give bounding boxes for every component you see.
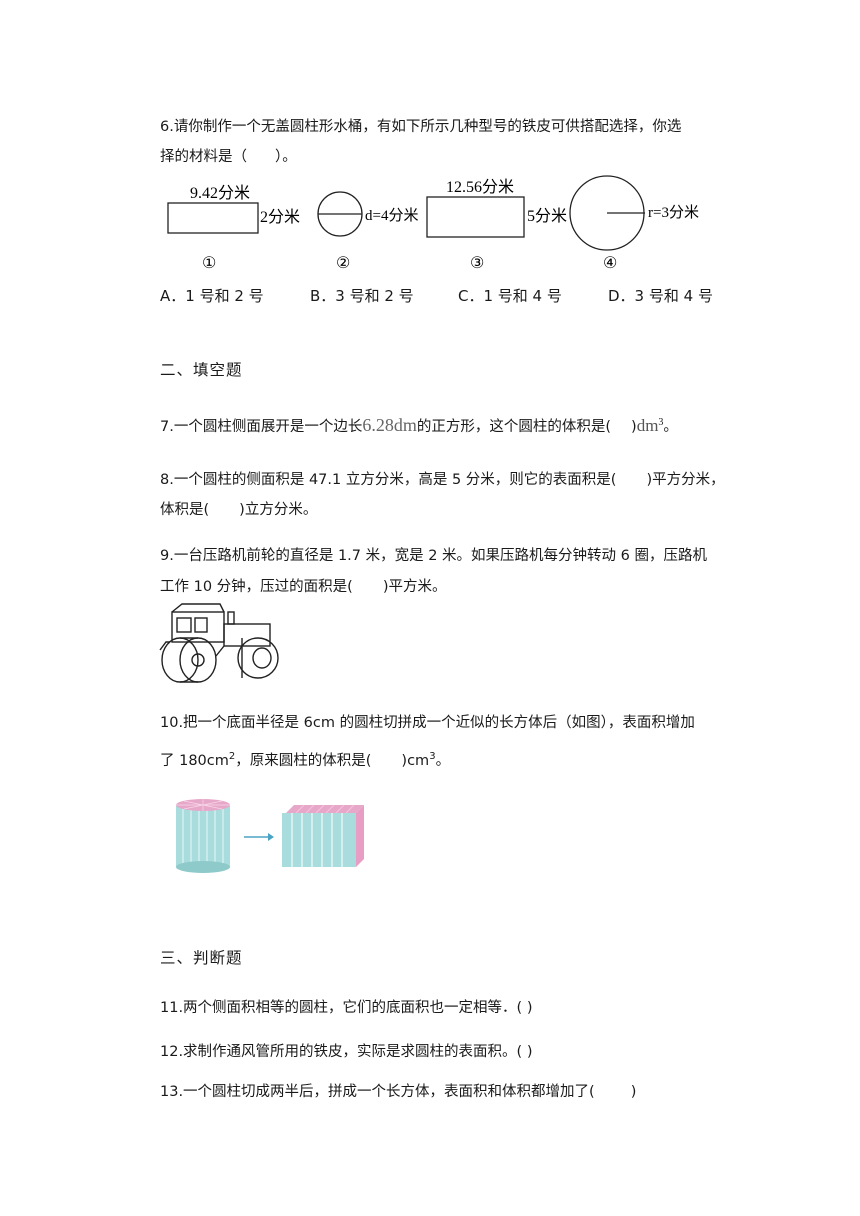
fig1-side-label: 2分米 xyxy=(260,208,300,226)
fig1-number: ① xyxy=(202,255,216,272)
section-fill-in-blank-heading: 二、填空题 xyxy=(160,361,243,379)
q9-line2: 工作 10 分钟，压过的面积是()平方米。 xyxy=(160,579,447,595)
q13-text: 13.一个圆柱切成两半后，拼成一个长方体，表面积和体积都增加了() xyxy=(160,1084,637,1100)
section-true-false-heading: 三、判断题 xyxy=(160,949,243,967)
q9-line1: 9.一台压路机前轮的直径是 1.7 米，宽是 2 米。如果压路机每分钟转动 6 … xyxy=(160,548,707,564)
q7-value: 6.28dm xyxy=(362,414,417,435)
road-roller-image xyxy=(159,603,279,683)
q12-text: 12.求制作通风管所用的铁皮，实际是求圆柱的表面积。( ) xyxy=(160,1044,533,1060)
q8-line1: 8.一个圆柱的侧面积是 47.1 立方分米，高是 5 分米，则它的表面积是()平… xyxy=(160,472,725,488)
fig3-rectangle xyxy=(426,196,525,238)
q7-text: 7.一个圆柱侧面展开是一个边长6.28dm的正方形，这个圆柱的体积是()dm3。 xyxy=(160,414,678,435)
fig3-side-label: 5分米 xyxy=(527,207,567,225)
q6-option-d: D．3 号和 4 号 xyxy=(608,287,713,305)
fig3-top-label: 12.56分米 xyxy=(446,178,514,196)
fig2-number: ② xyxy=(336,255,350,272)
q6-line2: 择的材料是（）。 xyxy=(160,149,297,165)
q6-option-a: A．1 号和 2 号 xyxy=(160,287,264,305)
fig3-number: ③ xyxy=(470,255,484,272)
q6-option-b: B．3 号和 2 号 xyxy=(310,287,414,305)
fig1-top-label: 9.42分米 xyxy=(190,184,250,202)
fig2-label: d=4分米 xyxy=(365,207,418,224)
fig1-rectangle xyxy=(167,202,259,234)
q8-line2: 体积是()立方分米。 xyxy=(160,502,318,518)
q10-line2: 了 180cm2，原来圆柱的体积是()cm3。 xyxy=(160,751,451,769)
q6-option-c: C．1 号和 4 号 xyxy=(458,287,562,305)
q6-figures: 9.42分米 2分米 ① d=4分米 ② 12.56分米 5分米 ③ r=3分米… xyxy=(167,175,699,272)
q11-text: 11.两个侧面积相等的圆柱，它们的底面积也一定相等．( ) xyxy=(160,1000,533,1016)
fig4-number: ④ xyxy=(603,255,617,272)
q6-line1: 6.请你制作一个无盖圆柱形水桶，有如下所示几种型号的铁皮可供搭配选择，你选 xyxy=(160,119,682,135)
q10-line1: 10.把一个底面半径是 6cm 的圆柱切拼成一个近似的长方体后（如图），表面积增… xyxy=(160,715,695,731)
fig4-label: r=3分米 xyxy=(648,204,699,221)
cylinder-to-cuboid-figure xyxy=(176,799,364,873)
